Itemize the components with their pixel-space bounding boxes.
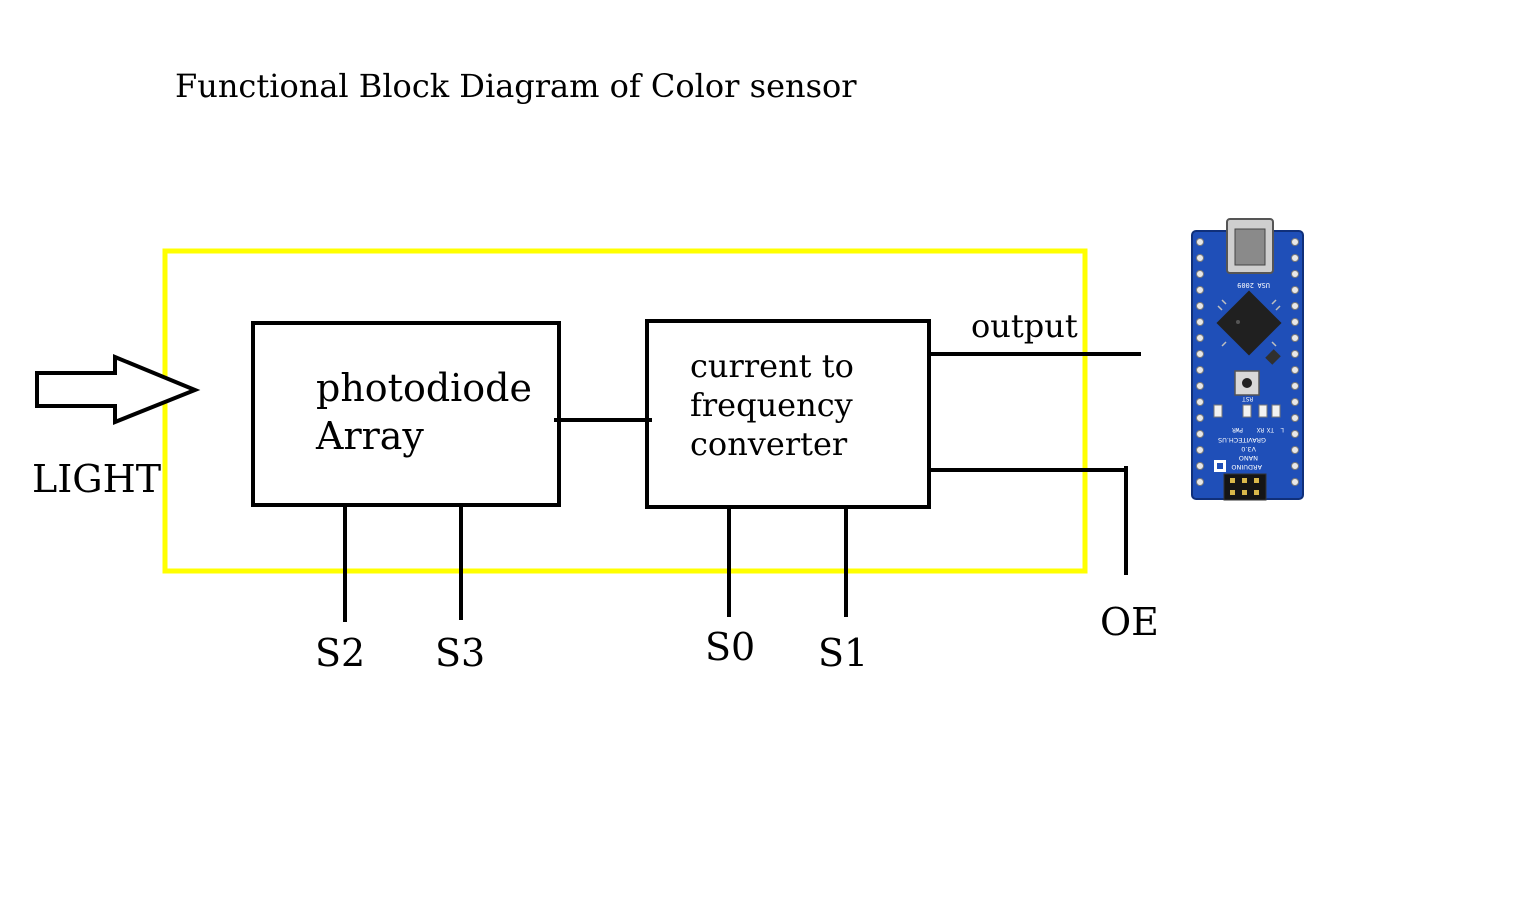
svg-text:PWR: PWR	[1232, 426, 1243, 433]
svg-text:V3.0: V3.0	[1241, 445, 1256, 453]
svg-text:GRAVITECH.US: GRAVITECH.US	[1218, 436, 1266, 444]
converter-label-line3: converter	[690, 425, 848, 463]
light-label: LIGHT	[32, 457, 162, 501]
photodiode-array-block	[251, 321, 561, 507]
arduino-nano-board-image: 2009 USA PWR RX TX L RST GRAVITECH.US	[1191, 218, 1304, 501]
sensor-enclosure-outline	[162, 248, 1088, 574]
svg-text:NANO: NANO	[1239, 454, 1258, 462]
converter-label-line2: frequency	[690, 386, 853, 424]
svg-text:RST: RST	[1242, 395, 1253, 402]
s2-label: S2	[315, 631, 366, 675]
diagram-title: Functional Block Diagram of Color sensor	[175, 67, 857, 105]
photodiode-label-line1: photodiode	[316, 366, 532, 410]
svg-text:2009: 2009	[1237, 281, 1254, 289]
light-arrow-icon	[35, 354, 201, 425]
svg-text:RX: RX	[1256, 426, 1264, 433]
converter-label-line1: current to	[690, 347, 854, 385]
photodiode-label-line2: Array	[316, 414, 424, 458]
svg-text:USA: USA	[1257, 281, 1270, 289]
svg-text:L: L	[1280, 426, 1284, 433]
s1-label: S1	[818, 631, 869, 675]
svg-text:ARDUINO: ARDUINO	[1231, 463, 1262, 471]
s0-label: S0	[705, 625, 756, 669]
current-to-frequency-block	[645, 319, 931, 509]
s3-label: S3	[435, 631, 486, 675]
svg-text:TX: TX	[1266, 426, 1274, 433]
oe-label: OE	[1100, 600, 1159, 644]
output-label: output	[971, 307, 1078, 345]
